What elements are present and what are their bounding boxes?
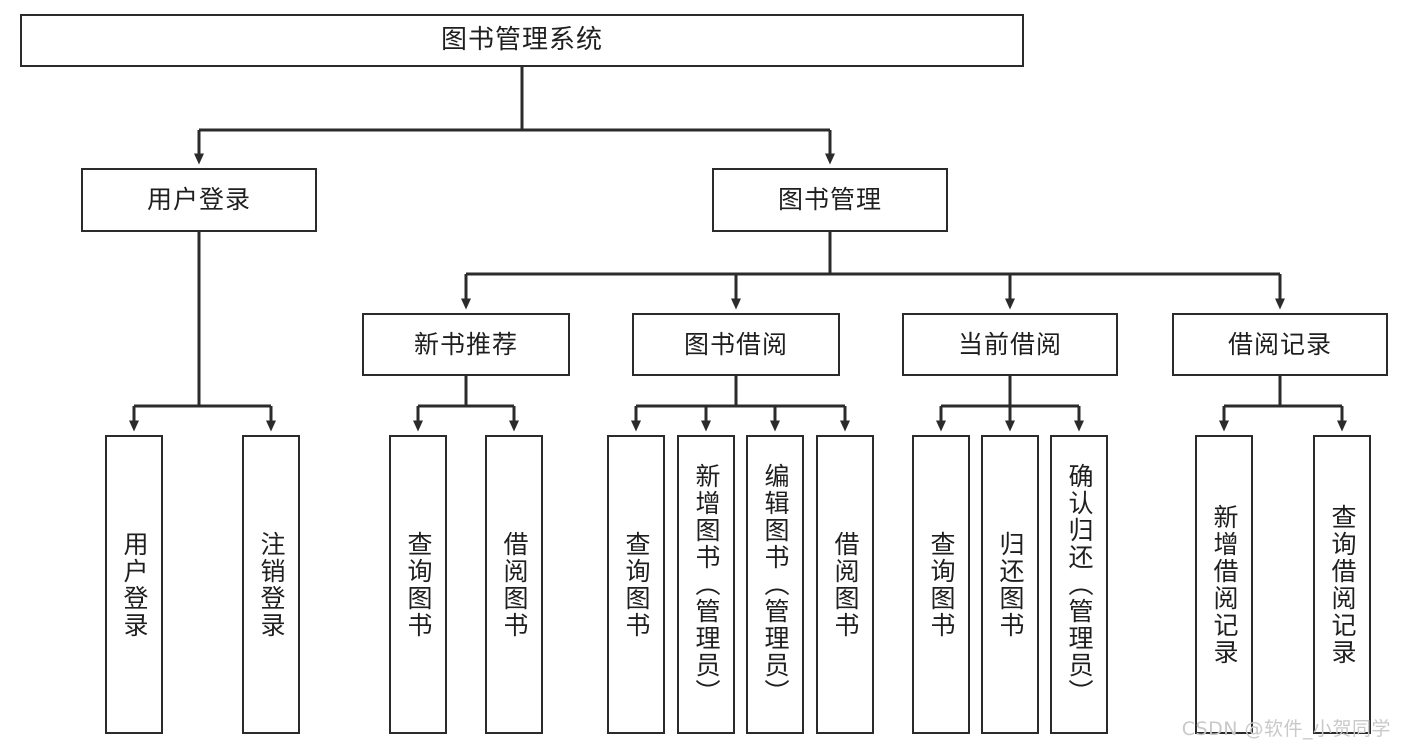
node-label: 借阅图书: [831, 530, 860, 639]
node-label: 新增借阅记录: [1210, 503, 1239, 666]
node-label: 查询借阅记录: [1328, 503, 1357, 666]
leaf-borrow-borrow-book[interactable]: 借阅图书: [816, 435, 874, 734]
node-label: 图书借阅: [683, 329, 788, 359]
node-label: 借阅图书: [500, 530, 529, 639]
node-label: 图书管理: [777, 185, 882, 215]
node-label: 图书管理系统: [440, 25, 603, 56]
leaf-current-confirm-return-admin[interactable]: 确认归还（管理员）: [1050, 435, 1108, 734]
node-label: 用户登录: [120, 530, 149, 639]
node-label: 查询图书: [927, 530, 956, 639]
node-label: 确认归还（管理员）: [1065, 463, 1094, 706]
node-book-management-system[interactable]: 图书管理系统: [20, 14, 1024, 67]
node-label: 借阅记录: [1227, 329, 1332, 359]
node-book-management[interactable]: 图书管理: [712, 168, 948, 232]
node-borrow-record[interactable]: 借阅记录: [1172, 313, 1388, 376]
leaf-user-logout[interactable]: 注销登录: [242, 435, 300, 734]
node-label: 新增图书（管理员）: [692, 463, 721, 706]
leaf-current-query-book[interactable]: 查询图书: [912, 435, 970, 734]
node-label: 查询图书: [404, 530, 433, 639]
node-label: 用户登录: [146, 185, 251, 215]
leaf-user-login[interactable]: 用户登录: [105, 435, 163, 734]
node-book-borrow[interactable]: 图书借阅: [632, 313, 840, 376]
node-label: 注销登录: [257, 530, 286, 639]
node-label: 当前借阅: [957, 329, 1062, 359]
node-label: 编辑图书（管理员）: [761, 463, 790, 706]
leaf-borrow-query-book[interactable]: 查询图书: [607, 435, 665, 734]
node-user-login[interactable]: 用户登录: [81, 168, 317, 232]
leaf-recommend-borrow-book[interactable]: 借阅图书: [485, 435, 543, 734]
node-label: 归还图书: [996, 530, 1025, 639]
leaf-record-query-borrow-record[interactable]: 查询借阅记录: [1313, 435, 1371, 734]
leaf-borrow-edit-book-admin[interactable]: 编辑图书（管理员）: [746, 435, 804, 734]
node-label: 新书推荐: [413, 329, 518, 359]
node-new-book-recommend[interactable]: 新书推荐: [362, 313, 570, 376]
node-current-borrow[interactable]: 当前借阅: [902, 313, 1118, 376]
watermark: CSDN @软件_小贺同学: [1181, 718, 1391, 740]
leaf-borrow-add-book-admin[interactable]: 新增图书（管理员）: [677, 435, 735, 734]
leaf-record-add-borrow-record[interactable]: 新增借阅记录: [1195, 435, 1253, 734]
leaf-recommend-query-book[interactable]: 查询图书: [389, 435, 447, 734]
leaf-current-return-book[interactable]: 归还图书: [981, 435, 1039, 734]
node-label: 查询图书: [622, 530, 651, 639]
